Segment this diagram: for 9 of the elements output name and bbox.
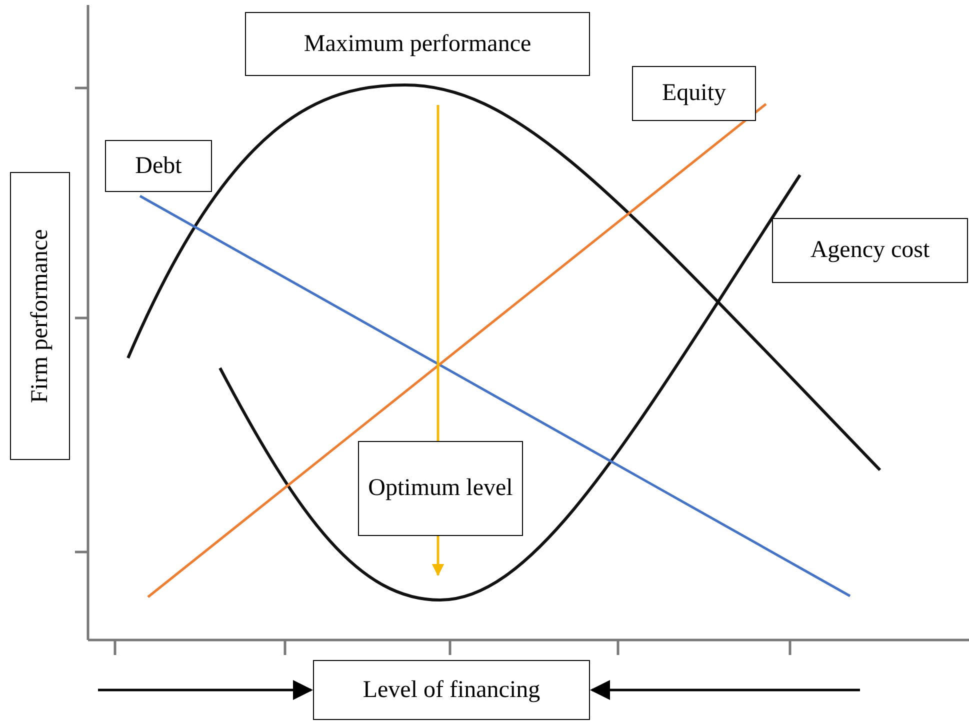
arrow	[98, 680, 313, 700]
label-box: Maximum performance	[245, 12, 590, 76]
axis-title-box: Level of financing	[313, 660, 590, 720]
label-box: Debt	[105, 140, 212, 192]
label-box: Equity	[632, 66, 756, 121]
label-box: Agency cost	[772, 218, 968, 283]
arrow	[590, 680, 860, 700]
axis-title-box: Firm performance	[10, 172, 70, 460]
label-box: Optimum level	[358, 441, 523, 536]
